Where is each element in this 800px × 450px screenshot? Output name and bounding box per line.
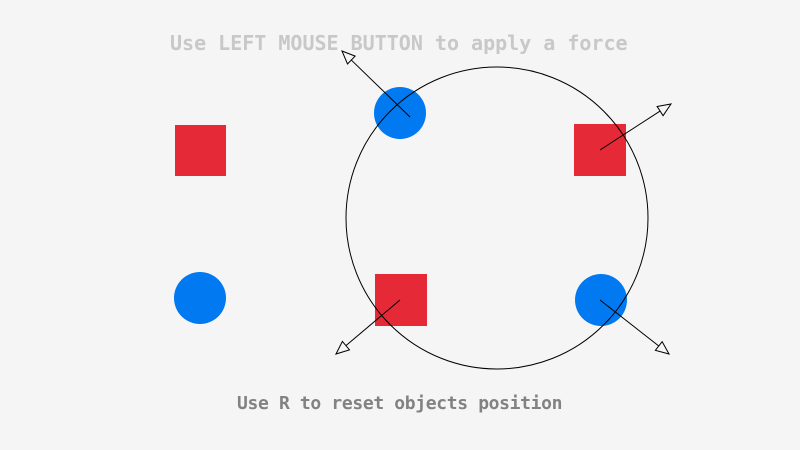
physics-box[interactable] [175, 125, 226, 176]
instruction-reset: Use R to reset objects position [237, 393, 563, 414]
force-arrow-head-icon [654, 340, 671, 355]
physics-ball[interactable] [374, 87, 426, 139]
force-arrow-line [345, 299, 401, 346]
force-arrow-head-icon [656, 103, 673, 117]
physics-ball[interactable] [174, 272, 226, 324]
force-field-radius-circle [345, 66, 649, 370]
force-arrow-line [599, 299, 660, 347]
force-arrow-head-icon [341, 50, 357, 65]
force-arrow-line [599, 110, 661, 151]
physics-ball[interactable] [575, 274, 627, 326]
force-arrow-line [350, 59, 411, 118]
physics-box[interactable] [375, 274, 427, 326]
force-arrow-head-icon [335, 340, 351, 355]
instruction-apply-force: Use LEFT MOUSE BUTTON to apply a force [170, 31, 628, 55]
